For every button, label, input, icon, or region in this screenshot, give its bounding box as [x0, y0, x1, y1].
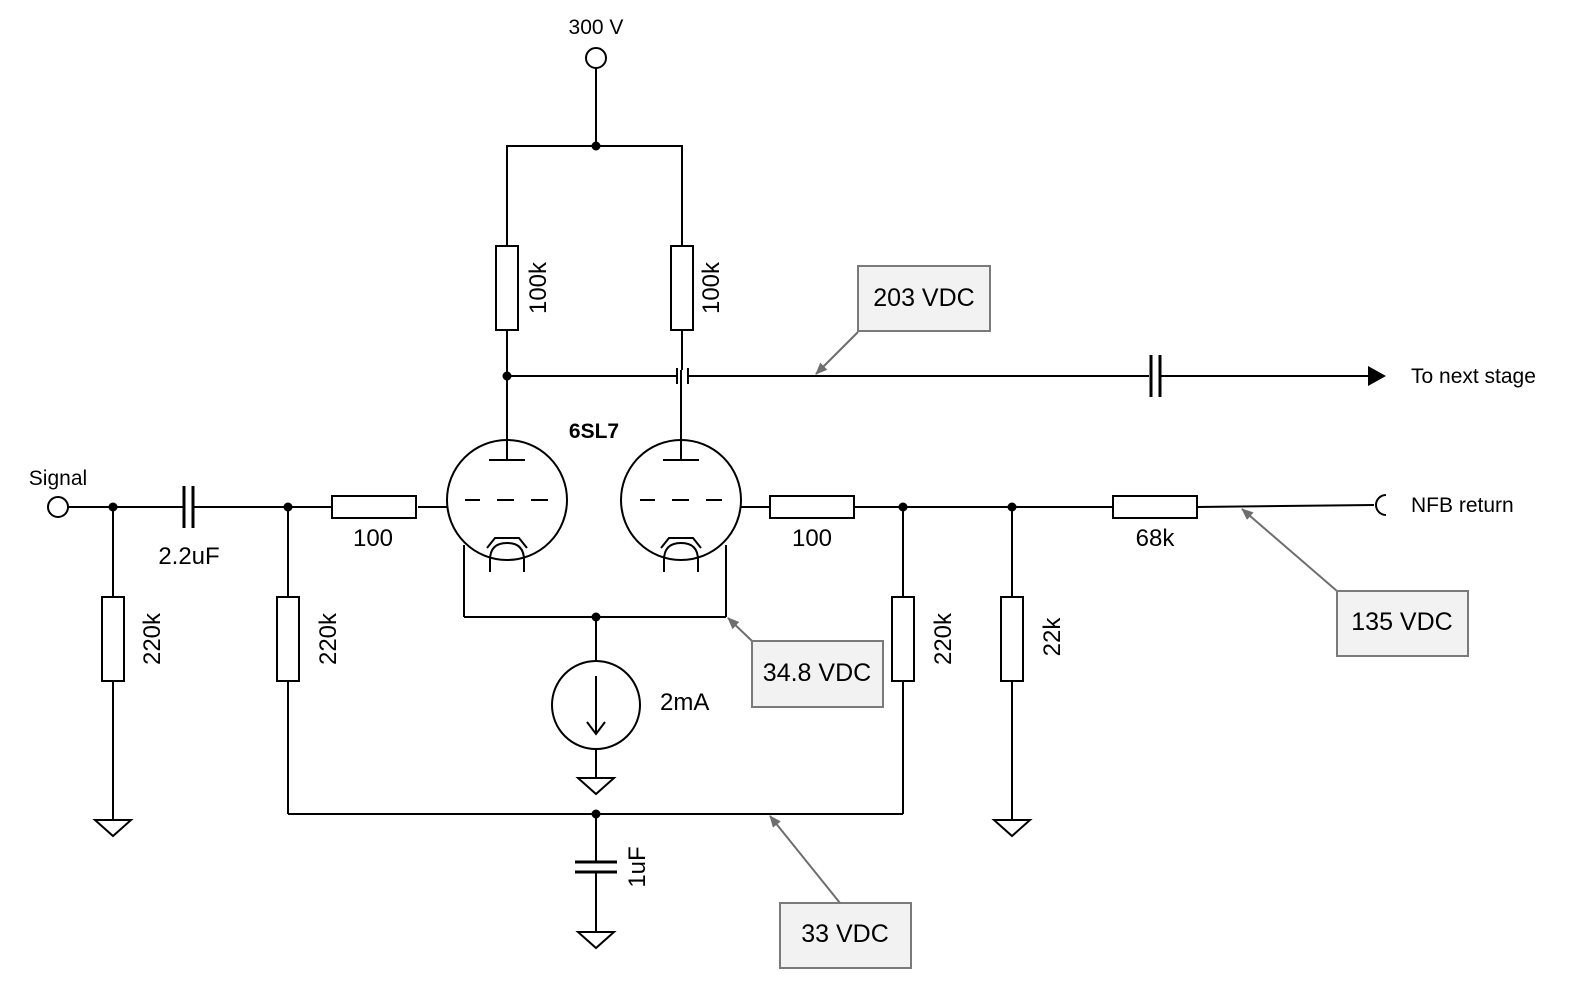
input-shunt-resistor: 220k [92, 507, 166, 838]
callout-nfb-voltage: 135 VDC [1241, 508, 1469, 657]
callout-cathode-voltage: 34.8 VDC [727, 617, 884, 708]
input-shunt-resistor-label: 220k [139, 612, 166, 665]
nfb-series-resistor-label: 68k [1136, 525, 1176, 552]
nfb-return-terminal: NFB return [1375, 494, 1514, 517]
grid-stopper-left-label: 100 [353, 525, 393, 552]
supply-terminal: 300 V [506, 16, 683, 222]
grid-bias-resistor-left: 220k [276, 507, 342, 814]
grid-bias-resistor-right: 220k [891, 507, 957, 814]
bias-bypass-capacitor: 1uF [575, 814, 651, 950]
tube-left [418, 376, 568, 617]
supply-voltage-label: 300 V [569, 16, 624, 39]
plate-voltage-callout-text: 203 VDC [873, 284, 974, 312]
input-coupling-capacitor: 2.2uF [158, 486, 332, 570]
bias-capacitor-label: 1uF [624, 846, 651, 887]
bias-voltage-callout-text: 33 VDC [801, 920, 889, 948]
signal-label: Signal [29, 467, 87, 490]
input-capacitor-label: 2.2uF [158, 543, 219, 570]
next-stage-label: To next stage [1411, 365, 1536, 388]
output-line [502, 368, 1149, 384]
grid-bias-resistor-left-label: 220k [315, 612, 342, 665]
nfb-shunt-resistor: 22k [991, 507, 1066, 838]
callout-bias-voltage: 33 VDC [769, 815, 912, 969]
grid-stopper-right-label: 100 [792, 525, 832, 552]
nfb-voltage-callout-text: 135 VDC [1351, 608, 1452, 636]
current-source-label: 2mA [660, 689, 709, 716]
grid-bias-resistor-right-label: 220k [930, 612, 957, 665]
tube-name-label: 6SL7 [569, 420, 619, 443]
signal-terminal: Signal [29, 467, 183, 518]
output-coupling-capacitor [1149, 355, 1386, 397]
plate-resistor-right: 100k [670, 222, 725, 370]
plate-resistor-left: 100k [495, 222, 552, 376]
tube-right [620, 370, 770, 617]
nfb-return-label: NFB return [1411, 494, 1514, 517]
plate-resistor-left-label: 100k [525, 261, 552, 314]
cathode-bus [464, 612, 726, 660]
current-source: 2mA [551, 660, 709, 796]
grid-stopper-right: 100 [769, 495, 1113, 552]
grid-stopper-left: 100 [331, 495, 417, 552]
callout-plate-voltage: 203 VDC [815, 265, 991, 375]
cathode-voltage-callout-text: 34.8 VDC [763, 659, 871, 687]
nfb-shunt-resistor-label: 22k [1039, 617, 1066, 657]
nfb-series-resistor: 68k [1112, 495, 1375, 552]
plate-resistor-right-label: 100k [698, 261, 725, 314]
